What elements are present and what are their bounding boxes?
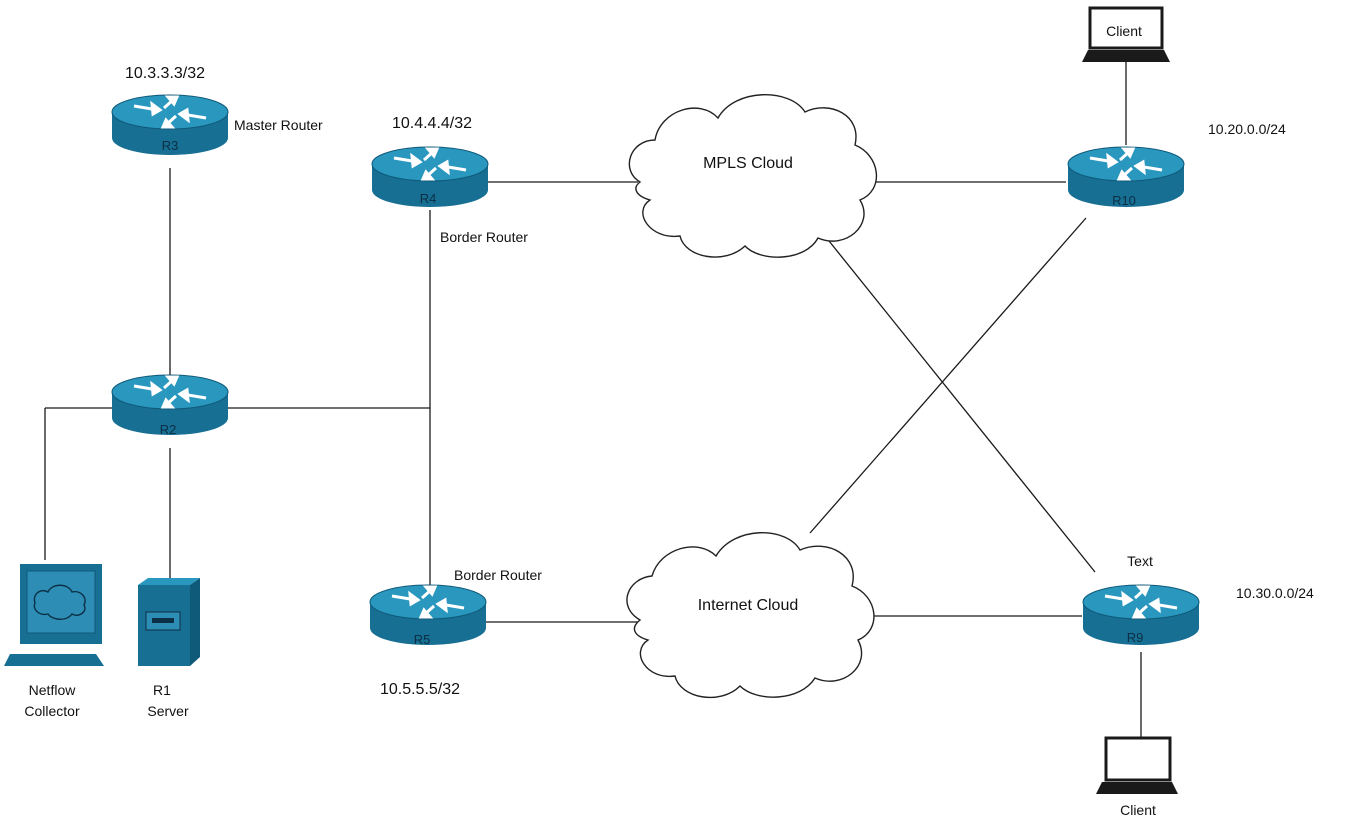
client-bottom-computer-icon: Client [1096,736,1178,818]
netflow-collector-icon: Netflow Collector [4,564,104,719]
router-r3: R3 10.3.3.3/32 Master Router [110,65,323,157]
netflow-label-line2: Collector [24,703,80,719]
mpls-cloud-label: MPLS Cloud [703,155,793,172]
router-r3-ip: 10.3.3.3/32 [125,65,205,82]
router-r4-role: Border Router [440,229,528,245]
router-r5-ip: 10.5.5.5/32 [380,681,460,698]
client-top-label: Client [1106,23,1142,39]
router-r5: R5 Border Router 10.5.5.5/32 [368,567,542,698]
router-r5-name: R5 [414,632,431,647]
router-r3-name: R3 [162,138,179,153]
server-label-line2: Server [147,703,189,719]
router-r4-ip: 10.4.4.4/32 [392,115,472,132]
link-internet-r10 [809,217,1087,534]
internet-cloud: Internet Cloud [626,532,875,699]
router-r10-name: R10 [1112,193,1136,208]
router-r9-subnet: 10.30.0.0/24 [1236,585,1314,601]
server-icon: R1 Server [138,578,200,719]
router-r10-subnet: 10.20.0.0/24 [1208,121,1286,137]
internet-cloud-label: Internet Cloud [698,597,799,614]
server-label-line1: R1 [153,682,171,698]
router-r5-role: Border Router [454,567,542,583]
mpls-cloud: MPLS Cloud [628,94,877,258]
link-mpls-r9 [824,235,1096,573]
router-r10: R10 10.20.0.0/24 [1066,121,1286,209]
netflow-label-line1: Netflow [29,682,77,698]
router-r9-extra-label: Text [1127,553,1153,569]
router-r4-name: R4 [420,191,437,206]
router-r2-name: R2 [160,422,177,437]
router-r9-name: R9 [1127,630,1144,645]
router-r3-role: Master Router [234,117,323,133]
client-top-computer-icon: Client [1082,6,1170,62]
router-r2: R2 [110,373,230,437]
router-r9: R9 Text 10.30.0.0/24 [1081,553,1314,647]
client-bottom-label: Client [1120,802,1156,818]
router-r4: R4 10.4.4.4/32 Border Router [370,115,528,245]
